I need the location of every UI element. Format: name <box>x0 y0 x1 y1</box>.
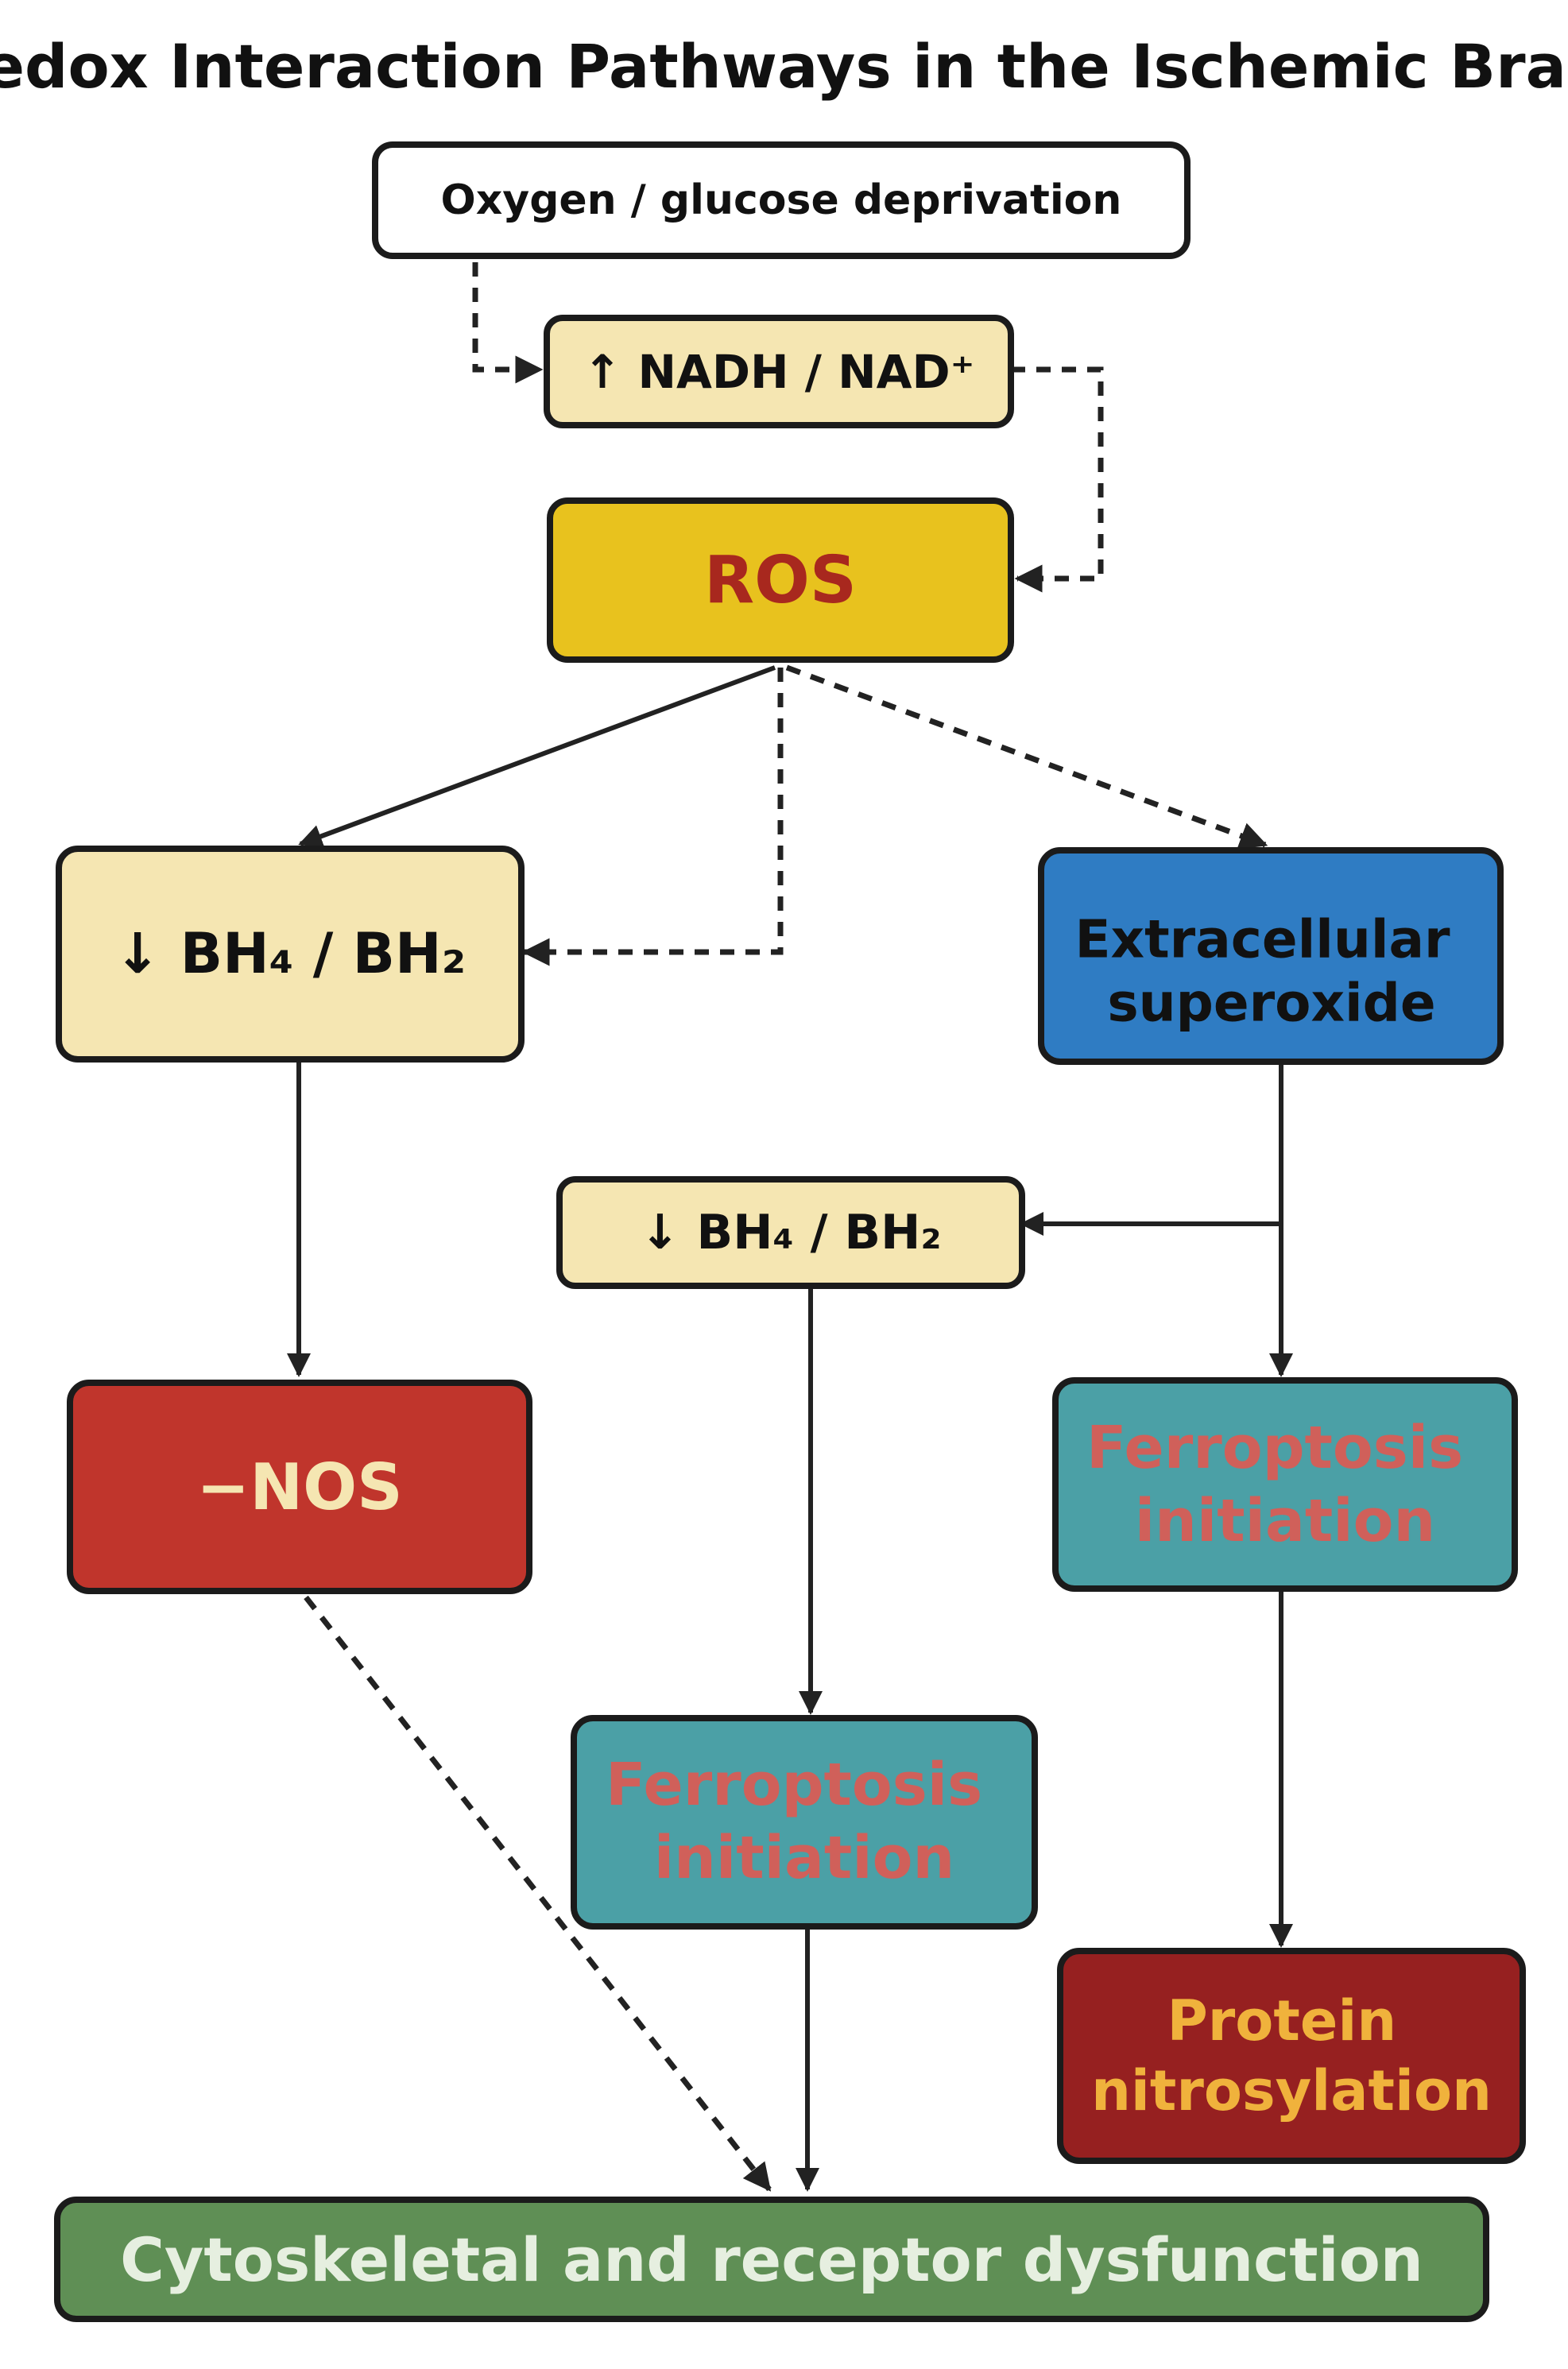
node-ferroptosis-mid-label: Ferroptosis initiation <box>606 1731 1003 1892</box>
node-ros-label: ROS <box>704 543 857 618</box>
node-nadh-line-1: ↑ NADH / NAD⁺ <box>583 345 975 399</box>
node-ferroptosis-mid-line-2: initiation <box>654 1824 954 1892</box>
node-protein-line-2: nitrosylation <box>1091 2058 1492 2123</box>
node-ros: ROS <box>547 497 1014 663</box>
node-dysfunction: Cytoskeletal and receptor dysfunction <box>54 2197 1489 2322</box>
node-bh4-mid-label: ↓ BH₄ / BH₂ <box>640 1205 941 1260</box>
node-nos: −NOS <box>67 1380 532 1594</box>
node-ros-box <box>547 497 1014 663</box>
edge-ros-to-bh4-left-dashed <box>521 668 784 966</box>
node-ferroptosis-mid-line-1: Ferroptosis <box>606 1751 982 1819</box>
node-bh4-mid-box <box>556 1176 1025 1289</box>
node-dysfunction-label: Cytoskeletal and receptor dysfunction <box>120 2224 1423 2295</box>
node-nos-label: −NOS <box>196 1450 403 1524</box>
node-protein-label: Protein nitrosylation <box>1091 1969 1492 2123</box>
node-dysfunction-box <box>54 2197 1489 2322</box>
edge-nadh-to-ros <box>1011 366 1104 593</box>
node-bh4-mid-line-1: ↓ BH₄ / BH₂ <box>640 1205 941 1260</box>
node-ros-line-1: ROS <box>704 543 857 618</box>
node-ferroptosis-right-line-1: Ferroptosis <box>1086 1414 1463 1482</box>
node-dysfunction-line-1: Cytoskeletal and receptor dysfunction <box>120 2224 1423 2295</box>
edges <box>287 262 1293 2192</box>
node-extracellular-label: Extracellular superoxide <box>1074 891 1468 1034</box>
node-ferroptosis-mid-box <box>571 1715 1038 1930</box>
node-ferroptosis-right: Ferroptosis initiation <box>1052 1377 1518 1592</box>
node-ferroptosis-right-label: Ferroptosis initiation <box>1086 1394 1484 1555</box>
node-nadh: ↑ NADH / NAD⁺ <box>544 315 1014 428</box>
node-extracellular-box <box>1038 847 1504 1065</box>
node-deprivation-label: Oxygen / glucose deprivation <box>441 176 1122 224</box>
node-protein-line-1: Protein <box>1167 1988 1396 2054</box>
node-protein-box <box>1057 1948 1526 2164</box>
node-bh4-left-line-1: ↓ BH₄ / BH₂ <box>114 921 467 986</box>
node-nos-line-1: −NOS <box>196 1450 403 1524</box>
edge-extracellular-to-bh4-mid <box>1020 1062 1283 1236</box>
node-extracellular-line-2: superoxide <box>1107 973 1435 1034</box>
node-bh4-mid: ↓ BH₄ / BH₂ <box>556 1176 1025 1289</box>
node-extracellular-line-1: Extracellular <box>1074 909 1450 970</box>
node-bh4-left-box <box>56 846 525 1063</box>
node-protein: Protein nitrosylation <box>1057 1948 1526 2164</box>
edge-deprivation-to-nadh <box>472 262 544 384</box>
node-bh4-left-label: ↓ BH₄ / BH₂ <box>114 921 467 986</box>
node-bh4-left: ↓ BH₄ / BH₂ <box>56 846 525 1063</box>
node-ferroptosis-mid: Ferroptosis initiation <box>571 1715 1038 1930</box>
node-ferroptosis-right-box <box>1052 1377 1518 1592</box>
node-deprivation-line-1: Oxygen / glucose deprivation <box>441 176 1122 224</box>
node-deprivation: Oxygen / glucose deprivation <box>372 141 1191 259</box>
node-nadh-label: ↑ NADH / NAD⁺ <box>583 345 975 399</box>
node-nos-box <box>67 1380 532 1594</box>
node-nadh-box <box>544 315 1014 428</box>
node-ferroptosis-right-line-2: initiation <box>1135 1487 1435 1555</box>
diagram-title: Redox Interaction Pathways in the Ischem… <box>0 31 1568 102</box>
node-extracellular: Extracellular superoxide <box>1038 847 1504 1065</box>
edge-ros-to-extracellular <box>785 664 1268 850</box>
node-deprivation-box <box>372 141 1191 259</box>
edge-ros-to-bh4-left-solid <box>298 665 776 848</box>
